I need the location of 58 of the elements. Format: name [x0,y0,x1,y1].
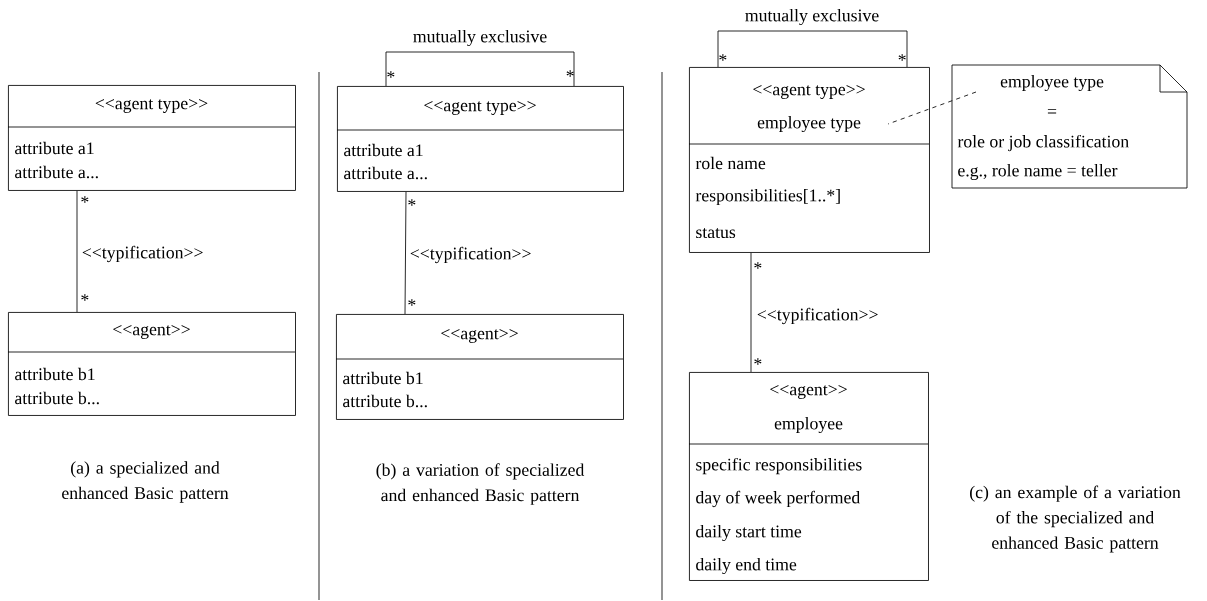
multiplicity-label: * [408,199,416,206]
connector-line [717,30,908,68]
multiplicity-label: * [719,54,727,61]
multiplicity-label: * [81,196,89,203]
attribute-text: daily start time [696,524,802,542]
class-box [7,312,296,416]
edge-label: <<typification>> [755,306,880,326]
connector-line [404,191,407,315]
attribute-text: attribute b... [15,391,99,405]
class-box [336,86,624,192]
caption-text: (a) a specialized and enhanced Basic pattern [62,461,229,503]
class-box [688,67,930,253]
attribute-text: status [696,227,736,239]
note-text: role or job classification [957,134,1129,152]
attribute-text: day of week performed [696,490,861,508]
multiplicity-label: * [387,71,395,78]
class-name: <<agent>> [113,325,190,339]
attribute-text: responsibilities[1..*] [695,189,840,206]
multiplicity-label: * [81,294,89,301]
connector-line [385,51,575,87]
class-box [7,85,296,191]
class-name: <<agent>> [770,385,847,399]
class-box [688,372,929,581]
class-name: <<agent type>> [424,101,536,115]
attribute-text: daily end time [696,557,797,575]
note-text: = [1047,108,1057,114]
note-text: e.g., role name = teller [958,163,1118,181]
multiplicity-label: * [566,70,574,77]
connector-line [887,91,977,125]
attribute-text: attribute a1 [15,141,94,155]
class-name: <<agent type>> [95,99,208,113]
edge-label: <<typification>> [80,244,205,264]
class-name: employee type [757,115,861,133]
edge-label: <<typification>> [408,245,533,265]
edge-label: mutually exclusive [411,28,549,48]
attribute-text: role name [695,156,766,170]
attribute-text: specific responsibilities [696,457,862,475]
note-shape [951,64,1188,189]
class-name: employee [774,416,843,434]
caption-text: (b) a variation of specialized and enhanced Basic pattern [376,463,585,505]
connector-line [76,190,78,313]
attribute-text: attribute a... [344,166,427,180]
attribute-text: attribute b1 [343,371,423,385]
edge-label: mutually exclusive [743,7,881,27]
class-box [335,314,624,420]
connector-line [750,252,752,373]
multiplicity-label: * [754,262,762,269]
attribute-text: attribute a... [15,165,98,179]
class-name: <<agent type>> [753,85,865,99]
attribute-text: attribute a1 [344,143,423,157]
multiplicity-label: * [408,299,416,306]
multiplicity-label: * [754,358,762,365]
note-text: employee type [1000,74,1104,92]
class-name: <<agent>> [441,329,518,343]
attribute-text: attribute b1 [15,367,95,381]
multiplicity-label: * [898,54,906,61]
attribute-text: attribute b... [343,394,427,408]
caption-text: (c) an example of a variation of the specialized and enhanced Basic pattern [970,485,1181,553]
